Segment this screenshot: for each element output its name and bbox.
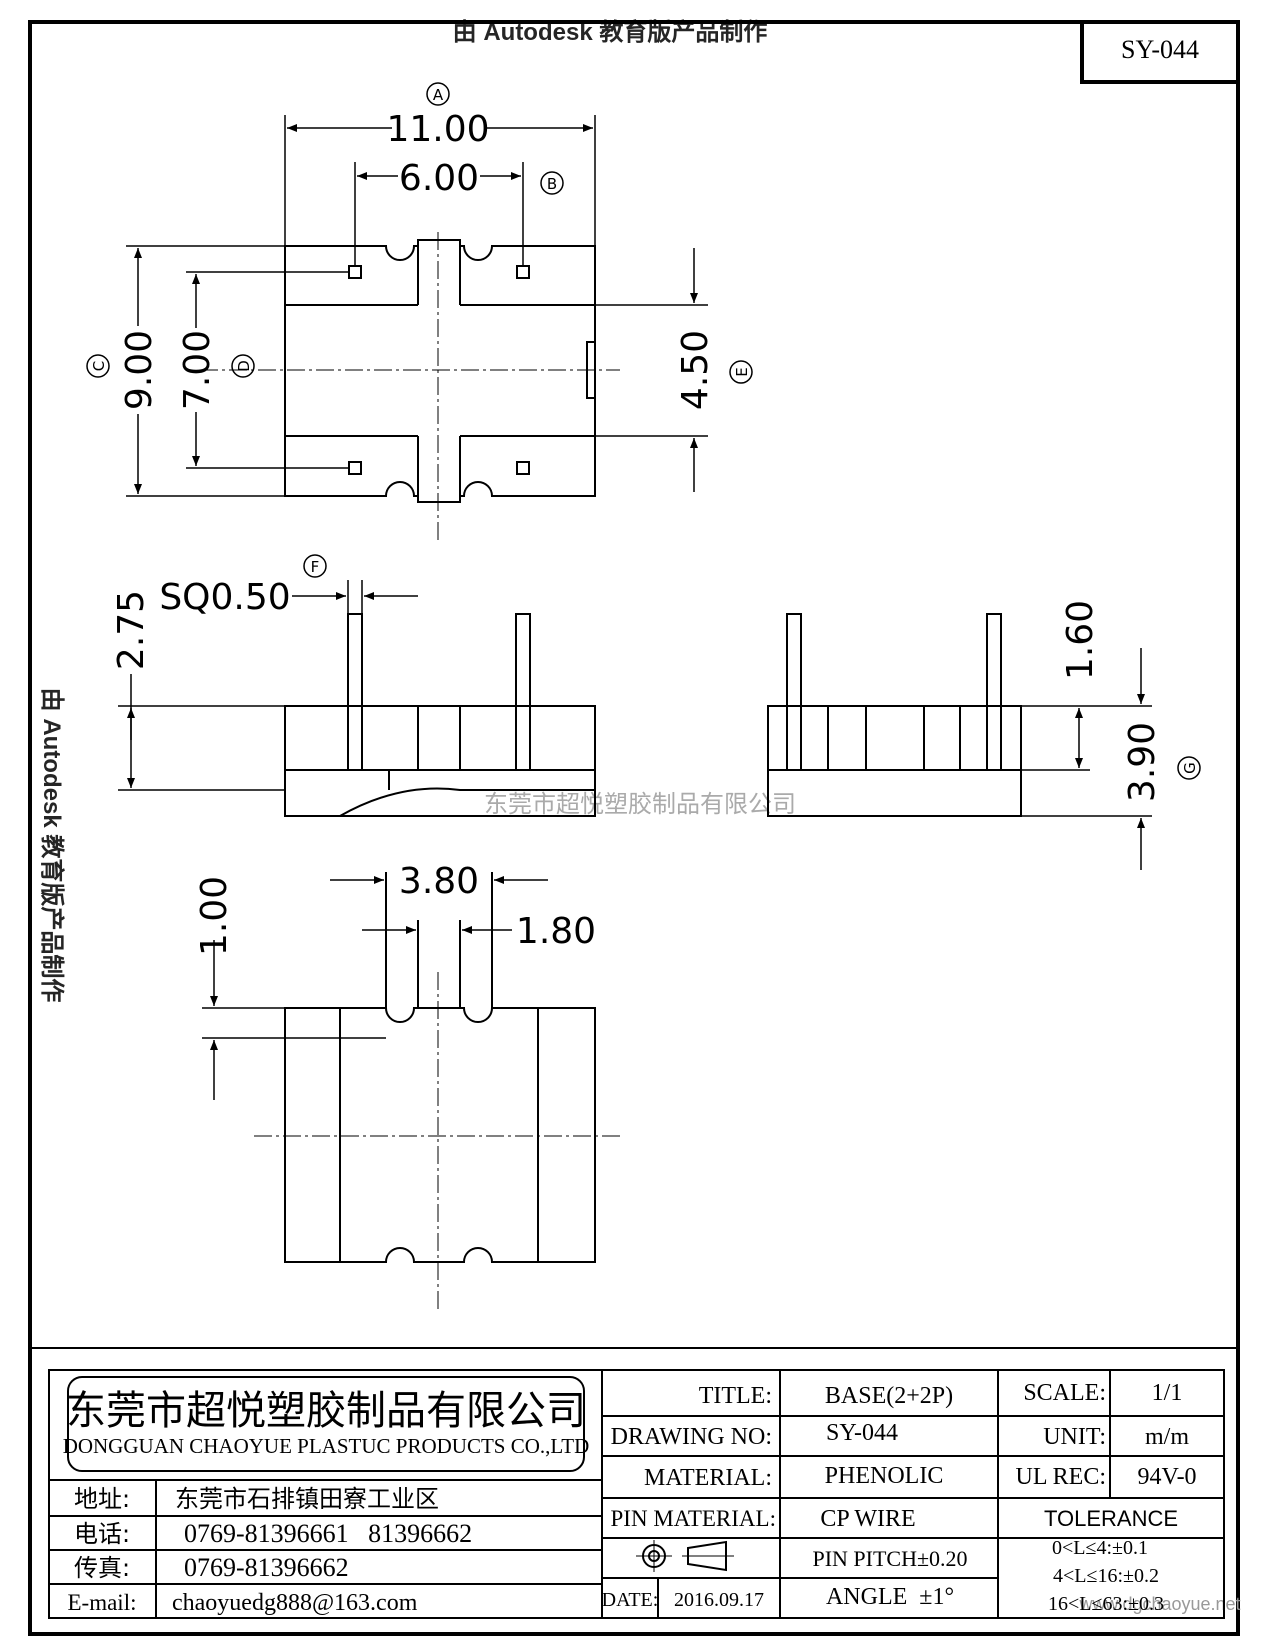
drawing-number-box: SY-044 [1121,35,1199,64]
dim-g-value: 3.90 [1122,722,1163,802]
dim-b-marker-circle [540,171,564,195]
dim-a-marker: A [433,86,444,104]
material-value: PHENOLIC [825,1463,944,1489]
dim-a-lines [284,115,596,246]
side-view-left [284,613,596,817]
phone-label: 电话: [74,1520,130,1548]
address-label: 地址: [74,1485,130,1513]
email-value: chaoyuedg888@163.com [172,1590,418,1616]
dim-f-lines [292,580,418,614]
dim-f-value: SQ0.50 [159,577,290,618]
watermark-center: 东莞市超悦塑胶制品有限公司 [484,791,796,818]
unit-label: UNIT: [1043,1424,1106,1450]
bottom-view [254,872,620,1312]
pin-material-label: PIN MATERIAL: [611,1506,776,1531]
dim-c-value: 9.00 [119,330,160,410]
watermark-top: 由 Autodesk 教育版产品制作 [453,18,768,46]
dim-a-value: 11.00 [386,109,489,150]
title-label: TITLE: [699,1383,772,1409]
side-view-right [767,613,1022,817]
dim-side-height-value: 1.60 [1060,600,1101,680]
scale-label: SCALE: [1023,1380,1106,1406]
dim-g-marker-circle [1177,756,1201,780]
watermark-corner: www.dgchaoyue.net [1078,1594,1240,1614]
dim-e-marker-circle [729,360,753,384]
drawing-no-value: SY-044 [826,1420,898,1446]
dim-c-lines [126,245,285,497]
dim-e-value: 4.50 [675,330,716,410]
dim-a-marker-circle [426,82,450,106]
company-name-cn: 东莞市超悦塑胶制品有限公司 [66,1388,586,1434]
date-label: DATE: [602,1589,659,1611]
company-name-en: DONGGUAN CHAOYUE PLASTUC PRODUCTS CO.,LT… [63,1434,590,1458]
address-value: 东莞市石排镇田寮工业区 [175,1485,439,1513]
title-block-grid [48,1369,1225,1619]
unit-value: m/m [1145,1424,1189,1450]
projection-symbol-icon [636,1540,734,1572]
dim-c-marker: C [90,361,108,371]
dim-d-value: 7.00 [177,330,218,410]
dim-f-marker: F [311,558,320,576]
title-value: BASE(2+2P) [825,1383,953,1409]
tolerance-row-3: 16<L≤63:±0.3 [1048,1593,1164,1615]
dim-c-marker-circle [86,354,110,378]
dim-d-lines [186,271,349,469]
fax-value: 0769-81396662 [184,1553,349,1582]
email-label: E-mail: [68,1590,137,1615]
watermark-left: 由 Autodesk 教育版产品制作 [38,688,66,1003]
dim-e-marker: E [733,367,751,376]
dim-slot-lines [202,876,548,1100]
dim-e-lines [595,248,708,492]
dim-g-lines [1021,648,1152,870]
tolerance-row-1: 0<L≤4:±0.1 [1052,1537,1148,1559]
date-value: 2016.09.17 [674,1589,764,1611]
dim-slot-depth-value: 1.00 [194,876,235,956]
dim-f-marker-circle [303,554,327,578]
ul-rec-value: 94V-0 [1137,1464,1196,1490]
phone-value: 0769-81396661 81396662 [184,1519,472,1548]
tolerance-label: TOLERANCE [1044,1506,1178,1531]
ul-rec-label: UL REC: [1016,1464,1106,1490]
fax-label: 传真: [74,1554,130,1582]
angle-value: ANGLE ±1° [826,1584,954,1610]
pin-material-value: CP WIRE [820,1506,915,1532]
tolerance-row-2: 4<L≤16:±0.2 [1053,1565,1159,1587]
dim-d-marker-circle [231,354,255,378]
dim-pin-height-value: 2.75 [111,590,152,670]
top-view [200,232,620,542]
dim-pin-height-lines [118,674,285,791]
dim-slot-inner-value: 1.80 [516,911,596,952]
pin-pitch-value: PIN PITCH±0.20 [812,1546,967,1571]
dim-g-marker: G [1181,762,1199,774]
dim-d-marker: D [235,360,253,372]
dim-b-lines [354,162,524,266]
sheet-frame [28,20,1240,1636]
drawing-no-label: DRAWING NO: [611,1424,772,1450]
dim-b-value: 6.00 [399,158,479,199]
dim-b-marker: B [547,175,557,193]
scale-value: 1/1 [1152,1380,1183,1406]
dim-slot-outer-value: 3.80 [399,861,479,902]
material-label: MATERIAL: [644,1465,772,1491]
